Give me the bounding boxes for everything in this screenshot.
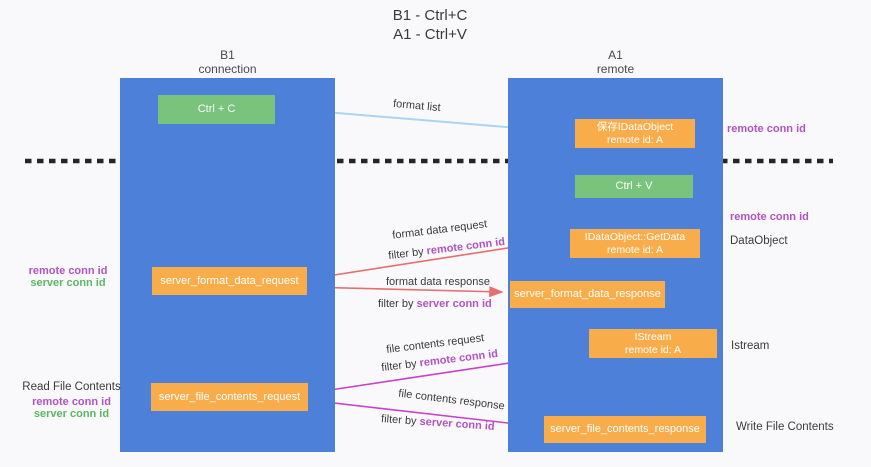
- annotation-istream: Istream: [731, 340, 770, 352]
- label-file-contents-response: file contents response: [397, 387, 506, 413]
- lane-a1-subtitle: remote: [596, 62, 635, 76]
- label-format-list: format list: [392, 97, 442, 115]
- server-file-contents-response-label: server_file_contents_response: [550, 423, 700, 435]
- node-server-format-data-request: server_format_data_request: [152, 267, 307, 295]
- annotation-write-file-contents: Write File Contents: [736, 421, 834, 433]
- title-line-2: A1 - Ctrl+V: [393, 26, 467, 43]
- read-file-contents-label: Read File Contents: [22, 381, 121, 393]
- node-server-format-data-response: server_format_data_response: [510, 281, 665, 308]
- lane-header-b1: B1 connection: [120, 48, 335, 76]
- node-ctrl-v: Ctrl + V: [575, 175, 693, 198]
- server-format-data-request-label: server_format_data_request: [160, 274, 299, 287]
- lane-a1-title: A1: [608, 48, 623, 62]
- filter-by-text: filter by: [380, 357, 418, 375]
- node-save-idataobject: 保存IDataObject remote id: A: [575, 119, 695, 148]
- save-idataobject-line1: 保存IDataObject: [596, 120, 674, 133]
- server-file-contents-request-label: server_file_contents_request: [158, 390, 301, 403]
- label-filter-server-1: filter by server conn id: [378, 298, 492, 310]
- annotation-remote-conn-id-mid: remote conn id: [730, 211, 809, 223]
- left-remote-conn-id-2: remote conn id: [32, 396, 111, 408]
- annotation-group-format: remote conn id server conn id: [18, 265, 118, 289]
- server-conn-id-text: server conn id: [419, 415, 496, 433]
- istream-line2: remote id: A: [624, 343, 682, 356]
- diagram-title: B1 - Ctrl+C A1 - Ctrl+V: [300, 6, 560, 44]
- title-line-1: B1 - Ctrl+C: [392, 7, 468, 24]
- node-idataobject-getdata: IDataObject::GetData remote id: A: [570, 229, 700, 258]
- annotation-group-file: Read File Contents remote conn id server…: [14, 381, 129, 420]
- remote-conn-id-text: remote conn id: [418, 347, 499, 370]
- label-format-data-request: format data request: [391, 218, 488, 242]
- ctrl-c-label: Ctrl + C: [197, 103, 236, 115]
- filter-by-text: filter by: [380, 413, 417, 428]
- remote-conn-id-text: remote conn id: [425, 235, 506, 258]
- getdata-line2: remote id: A: [606, 243, 664, 256]
- node-server-file-contents-response: server_file_contents_response: [544, 416, 706, 443]
- annotation-dataobject: DataObject: [730, 235, 788, 247]
- server-format-data-response-label: server_format_data_response: [514, 288, 661, 300]
- left-remote-conn-id-1: remote conn id: [28, 265, 108, 277]
- server-conn-id-text: server conn id: [416, 298, 492, 310]
- node-server-file-contents-request: server_file_contents_request: [151, 383, 308, 411]
- getdata-line1: IDataObject::GetData: [584, 230, 686, 243]
- lane-b1-title: B1: [220, 48, 235, 62]
- node-istream: IStream remote id: A: [589, 329, 717, 358]
- save-idataobject-line2: remote id: A: [606, 133, 664, 146]
- node-ctrl-c: Ctrl + C: [158, 95, 275, 124]
- lane-header-a1: A1 remote: [508, 48, 723, 76]
- filter-by-text: filter by: [387, 245, 425, 263]
- lane-b1-subtitle: connection: [198, 62, 257, 76]
- label-format-data-response: format data response: [386, 276, 490, 288]
- left-server-conn-id-1: server conn id: [30, 277, 106, 289]
- ctrl-v-label: Ctrl + V: [615, 180, 653, 192]
- istream-line1: IStream: [634, 330, 672, 343]
- left-server-conn-id-2: server conn id: [33, 408, 110, 420]
- annotation-remote-conn-id-top: remote conn id: [727, 123, 806, 135]
- filter-by-text: filter by: [378, 298, 414, 310]
- label-filter-server-2: filter by server conn id: [381, 413, 495, 433]
